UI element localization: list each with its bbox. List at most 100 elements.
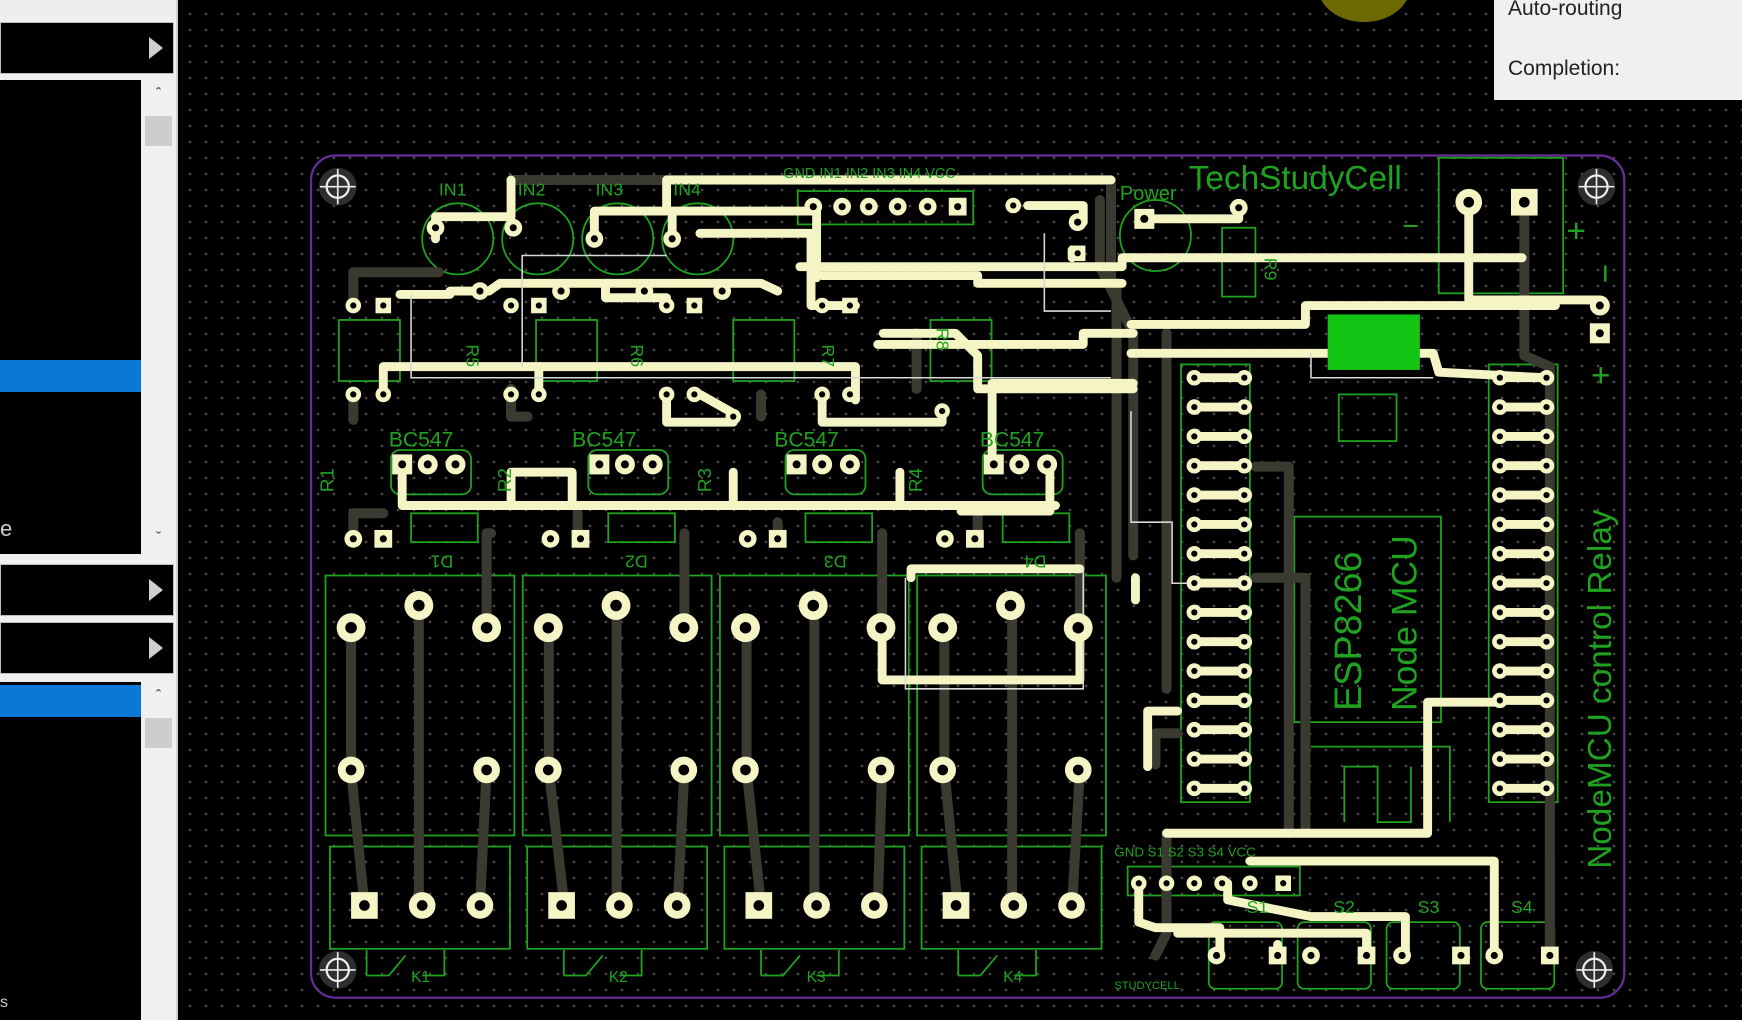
scrollbar[interactable]: ˆ ˇ: [141, 80, 176, 554]
pad-hole: [542, 621, 555, 634]
led-label-1: IN1: [439, 180, 467, 200]
left-panel: e ˆ ˇ s ˆ: [0, 0, 178, 1020]
pad-hole: [1043, 460, 1052, 469]
resistor-outline: [337, 319, 401, 382]
pad-hole: [620, 460, 629, 469]
nodemcu-header-right: [1487, 363, 1559, 804]
pad-hole: [648, 460, 657, 469]
object-list[interactable]: s: [0, 682, 141, 1020]
top-trace: [1134, 878, 1225, 960]
pad-hole: [1191, 667, 1198, 675]
resistor-label-8: R8: [933, 328, 953, 351]
pad-hole: [1241, 433, 1248, 440]
top-trace: [878, 328, 1138, 394]
scrollbar-thumb[interactable]: [145, 116, 172, 146]
list-item-selected[interactable]: [0, 360, 141, 392]
relay-label-1: K1: [411, 969, 430, 986]
pad-hole: [380, 391, 387, 398]
power-led-label: Power: [1120, 183, 1177, 205]
pad-hole: [792, 460, 801, 469]
pad-hole: [380, 302, 387, 309]
pcb-board[interactable]: TechStudyCell Power GND IN1 IN2 IN3 IN4 …: [178, 0, 1742, 1020]
led-outline: [421, 202, 495, 276]
chevron-down-icon[interactable]: ˇ: [155, 530, 162, 547]
pad-hole: [846, 302, 854, 309]
scrollbar-thumb[interactable]: [145, 718, 172, 748]
scrollbar[interactable]: ˆ: [141, 682, 176, 1020]
pad-hole: [451, 460, 460, 469]
list-item-text[interactable]: e: [0, 516, 13, 541]
expand-arrow-icon[interactable]: [149, 37, 163, 59]
diode-outline: [1001, 512, 1071, 544]
pad-hole: [481, 764, 492, 776]
pad-hole: [1191, 491, 1198, 499]
pad-hole: [1191, 726, 1198, 733]
top-trace: [1139, 203, 1244, 224]
pad-hole: [1463, 196, 1475, 208]
brand-label: TechStudyCell: [1189, 160, 1402, 197]
top-trace: [987, 378, 1138, 469]
bottom-trace: [1150, 728, 1183, 770]
pad-hole: [739, 621, 752, 634]
list-item-text[interactable]: s: [0, 994, 8, 1011]
pad-hole: [950, 900, 962, 911]
pad-hole: [875, 764, 887, 776]
pad-hole: [640, 287, 648, 295]
chevron-up-icon[interactable]: ˆ: [155, 86, 162, 103]
pad-hole: [1241, 521, 1248, 528]
pad-hole: [1398, 951, 1406, 960]
module-label-2: Node MCU: [1385, 535, 1425, 711]
led-label-2: IN2: [518, 180, 546, 200]
top-trace: [817, 271, 1127, 288]
top-trace: [873, 328, 1138, 349]
pad-hole: [542, 764, 554, 776]
pad-hole: [1212, 951, 1221, 960]
resistor-label-7: R7: [818, 344, 838, 367]
pad-hole: [1218, 880, 1226, 887]
pad-hole: [678, 764, 690, 776]
board-outline: [309, 154, 1626, 999]
expand-arrow-icon[interactable]: [149, 637, 163, 659]
thin-trace: [521, 254, 667, 367]
transistor-outline: [587, 449, 670, 496]
pad-hole: [1543, 755, 1550, 763]
pad-hole: [1543, 433, 1550, 440]
minus-label-2: −: [1402, 211, 1419, 243]
layer-list[interactable]: e: [0, 80, 141, 554]
logo-text: STUDYCELL: [1114, 980, 1179, 992]
pad-hole: [1191, 521, 1198, 528]
resistor-outline: [929, 319, 993, 382]
resistor-outline: [535, 319, 599, 382]
pcb-canvas[interactable]: TechStudyCell Power GND IN1 IN2 IN3 IN4 …: [178, 0, 1742, 1020]
resistor-label-2: R2: [495, 468, 516, 492]
pad-hole: [744, 535, 752, 543]
collapsible-section-2[interactable]: [0, 564, 174, 616]
diode-outline: [804, 512, 874, 544]
pad-hole: [1496, 462, 1503, 469]
pad-hole: [1543, 697, 1550, 704]
collapsible-section-1[interactable]: [0, 22, 174, 74]
expand-arrow-icon[interactable]: [149, 579, 163, 601]
pad-hole: [869, 900, 880, 911]
top-trace: [1223, 878, 1410, 960]
pad-hole: [1496, 550, 1503, 557]
collapsible-section-3[interactable]: [0, 622, 174, 674]
bottom-trace: [481, 528, 497, 633]
pad-hole: [818, 460, 827, 469]
pad-hole: [1241, 491, 1248, 499]
transistor-label-3: BC547: [774, 429, 838, 452]
top-trace: [506, 467, 577, 510]
pad-hole: [819, 391, 826, 398]
transistor-outline: [390, 449, 472, 496]
list-item-selected[interactable]: [0, 685, 141, 717]
pad-hole: [663, 302, 670, 309]
chevron-up-icon[interactable]: ˆ: [155, 688, 162, 705]
mounting-hole-cross: [319, 168, 356, 205]
pad-hole: [1074, 218, 1082, 226]
pad-hole: [350, 391, 357, 398]
top-trace: [1126, 348, 1549, 383]
diode-label-3: D3: [824, 552, 847, 572]
top-trace: [1464, 195, 1605, 305]
pad-hole: [1191, 697, 1198, 704]
pad-hole: [590, 235, 598, 243]
